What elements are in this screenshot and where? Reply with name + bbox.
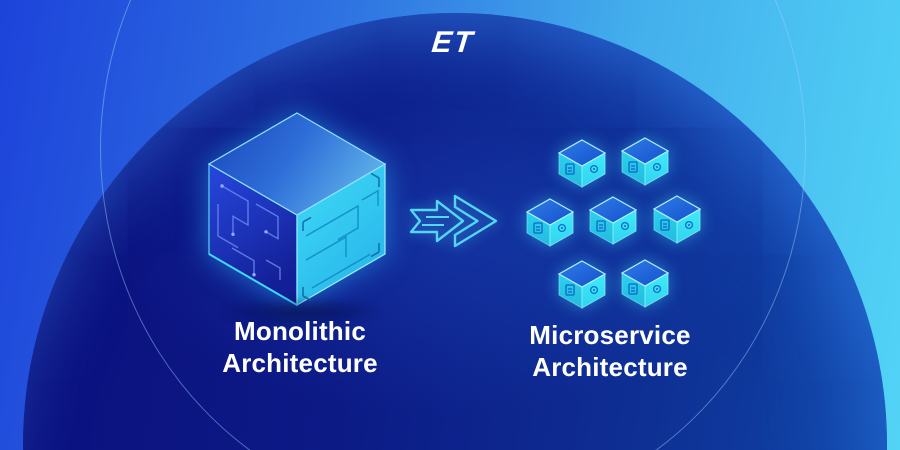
right-arrow-icon bbox=[409, 194, 498, 248]
monolith-cube-shadow bbox=[218, 296, 386, 328]
monolithic-label: Monolithic Architecture bbox=[170, 316, 430, 379]
monolith-cube bbox=[207, 112, 387, 306]
microservice-cube-6 bbox=[556, 259, 608, 309]
monolithic-label-line2: Architecture bbox=[222, 347, 378, 378]
microservice-cube-5 bbox=[651, 194, 703, 244]
microservice-cube-4 bbox=[587, 195, 639, 245]
microservice-cube-1 bbox=[556, 138, 608, 188]
circuit-traces-right bbox=[305, 189, 379, 289]
microservice-label: Microservice Architecture bbox=[480, 320, 740, 383]
microservice-label-line1: Microservice bbox=[529, 320, 691, 350]
microservice-cube-7 bbox=[619, 258, 671, 308]
brand-logo: ET bbox=[430, 26, 476, 59]
microservice-cube-2 bbox=[619, 136, 671, 186]
microservice-label-line2: Architecture bbox=[532, 351, 688, 382]
microservice-cube-3 bbox=[524, 197, 576, 247]
circuit-traces-left bbox=[217, 185, 281, 280]
circuit-nodes-left bbox=[220, 184, 268, 277]
monolithic-label-line1: Monolithic bbox=[234, 316, 366, 346]
